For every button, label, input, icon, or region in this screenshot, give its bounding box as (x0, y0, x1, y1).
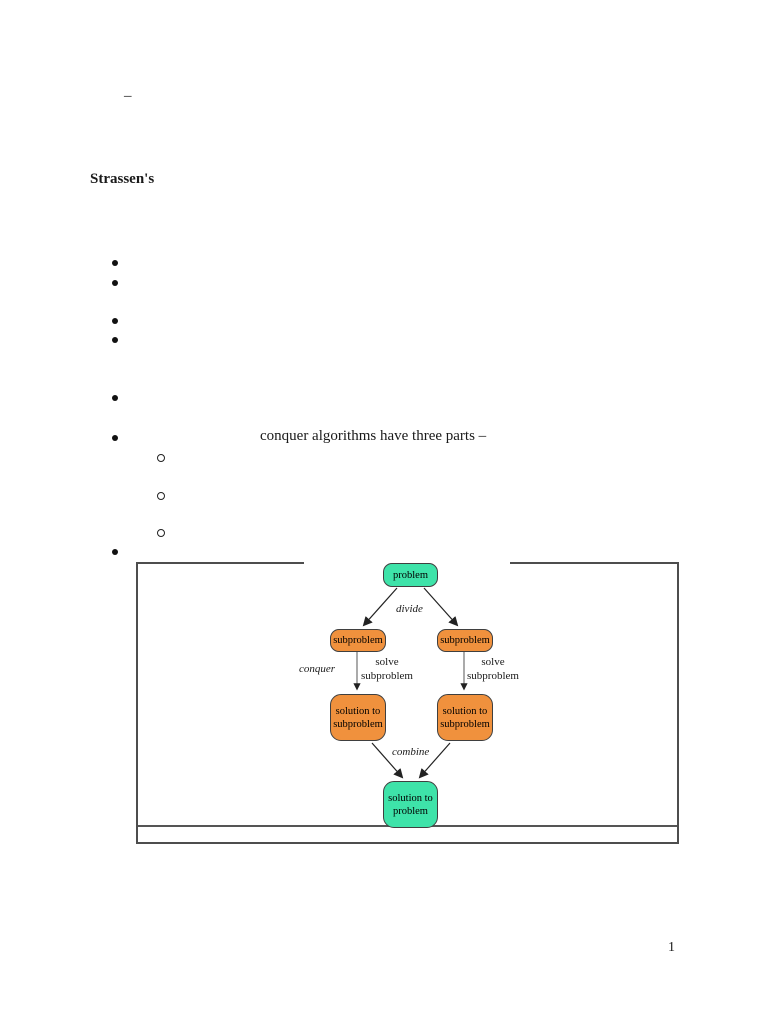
circle-bullet-icon (157, 529, 165, 537)
diagram-node-subproblem-left: subproblem (330, 629, 386, 652)
bullet-icon (112, 280, 118, 286)
edge-label-solve-subproblem-right: solve subproblem (467, 656, 519, 682)
bullet-icon (112, 337, 118, 343)
top-dash-text: – (124, 88, 132, 104)
bullet-icon (112, 435, 118, 441)
bullet-icon (112, 318, 118, 324)
edge-label-conquer: conquer (299, 663, 336, 675)
circle-bullet-icon (157, 492, 165, 500)
diagram-node-solution-subproblem-right: solution to subproblem (437, 694, 493, 741)
diagram-node-solution-problem: solution to problem (383, 781, 438, 828)
bullet-icon (112, 549, 118, 555)
diagram-node-subproblem-right: subproblem (437, 629, 493, 652)
figure-frame-top-left-segment (136, 562, 304, 564)
circle-bullet-icon (157, 454, 165, 462)
edge-label-divide: divide (396, 603, 423, 615)
diagram-node-problem: problem (383, 563, 438, 587)
bullet-line-text: conquer algorithms have three parts – (260, 428, 487, 444)
figure-frame (136, 562, 679, 844)
page-number: 1 (668, 940, 675, 955)
page-heading: Strassen's (90, 171, 155, 187)
bullet-icon (112, 395, 118, 401)
edge-label-solve-subproblem-left: solve subproblem (361, 656, 413, 682)
figure-frame-top-right-segment (510, 562, 679, 564)
diagram-arrows (353, 587, 468, 779)
bullet-icon (112, 260, 118, 266)
diagram-node-solution-subproblem-left: solution to subproblem (330, 694, 386, 741)
edge-label-combine: combine (392, 746, 430, 758)
